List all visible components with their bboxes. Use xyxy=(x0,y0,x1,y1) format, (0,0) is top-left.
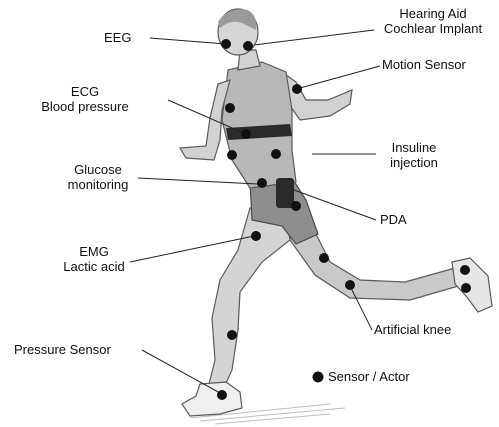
label-emg-line1: EMG xyxy=(54,244,134,259)
pda-device xyxy=(276,178,294,208)
label-glucose-line2: monitoring xyxy=(56,177,140,192)
sensor-dot-emg xyxy=(251,231,261,241)
sensor-dot-glucose xyxy=(257,178,267,188)
label-insuline: Insuline injection xyxy=(378,140,450,170)
label-ecg-line1: ECG xyxy=(20,84,150,99)
front-leg xyxy=(182,208,290,416)
label-artificial-knee: Artificial knee xyxy=(374,322,451,337)
leader-motion xyxy=(300,66,380,88)
sensor-dot-hip xyxy=(291,201,301,211)
label-emg-line2: Lactic acid xyxy=(54,259,134,274)
label-hearing-aid-line2: Cochlear Implant xyxy=(372,21,494,36)
leader-eeg xyxy=(150,38,226,44)
sensor-dot-knee xyxy=(345,280,355,290)
sensor-dot-foot-1 xyxy=(460,265,470,275)
sensor-dot-eeg xyxy=(221,39,231,49)
sensor-dot-heel xyxy=(217,390,227,400)
label-insuline-line2: injection xyxy=(378,155,450,170)
rear-leg xyxy=(288,215,492,312)
legend-label: Sensor / Actor xyxy=(328,369,410,384)
label-hearing-aid: Hearing Aid Cochlear Implant xyxy=(372,6,494,36)
leader-glucose xyxy=(138,178,258,184)
label-pda: PDA xyxy=(380,212,407,227)
sensor-dot-foot-2 xyxy=(461,283,471,293)
sensor-dot-arm xyxy=(227,150,237,160)
label-hearing-aid-line1: Hearing Aid xyxy=(372,6,494,21)
label-ecg-line2: Blood pressure xyxy=(20,99,150,114)
label-emg: EMG Lactic acid xyxy=(54,244,134,274)
sensor-dot-hearing xyxy=(243,41,253,51)
legend-dot xyxy=(313,372,324,383)
sensor-dot-ecg-chest xyxy=(225,103,235,113)
label-glucose: Glucose monitoring xyxy=(56,162,140,192)
label-motion-sensor: Motion Sensor xyxy=(382,57,466,72)
label-glucose-line1: Glucose xyxy=(56,162,140,177)
label-pressure-sensor: Pressure Sensor xyxy=(14,342,111,357)
label-eeg: EEG xyxy=(104,30,131,45)
sensor-dot-shin xyxy=(227,330,237,340)
leader-hearing xyxy=(254,30,374,45)
leader-pressure xyxy=(142,350,220,393)
sensor-dot-bp xyxy=(241,129,251,139)
sensor-dot-thigh xyxy=(319,253,329,263)
label-ecg: ECG Blood pressure xyxy=(20,84,150,114)
label-insuline-line1: Insuline xyxy=(378,140,450,155)
sensor-dot-torso xyxy=(271,149,281,159)
sensor-dot-motion xyxy=(292,84,302,94)
